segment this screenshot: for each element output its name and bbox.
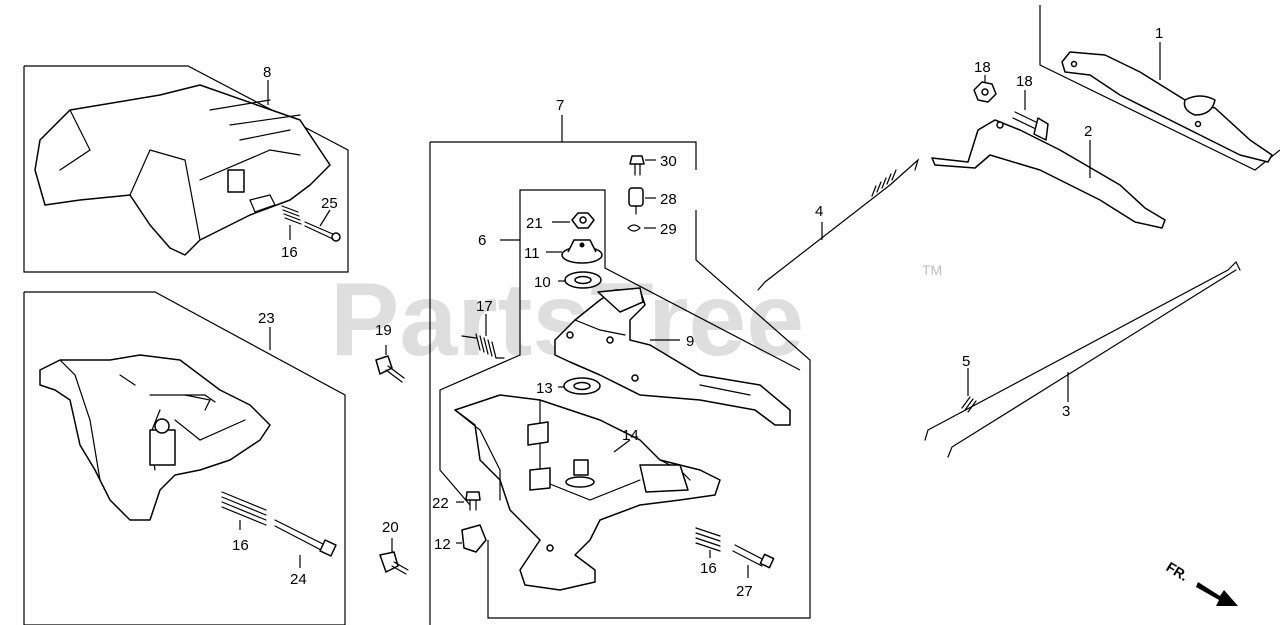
part-20-nut[interactable] [571, 212, 595, 229]
part-3-rod[interactable] [924, 260, 1241, 458]
callout-16-right[interactable]: 16 [700, 560, 717, 577]
callout-13[interactable]: 13 [536, 380, 553, 397]
callout-3[interactable]: 3 [1062, 403, 1070, 420]
callout-16-left[interactable]: 16 [232, 537, 249, 554]
callout-1[interactable]: 1 [1155, 25, 1163, 42]
part-24-nut[interactable] [973, 81, 997, 103]
callout-23[interactable]: 25 [321, 195, 338, 212]
part-4-rod[interactable] [757, 158, 920, 291]
part-13-washer[interactable] [563, 377, 601, 395]
callout-18-bottom[interactable]: 20 [382, 519, 399, 536]
callout-29[interactable]: 29 [660, 221, 677, 238]
callout-7[interactable]: 7 [556, 97, 564, 114]
callout-16-top[interactable]: 16 [281, 244, 298, 261]
callout-14[interactable]: 14 [622, 427, 639, 444]
callout-30[interactable]: 30 [660, 153, 677, 170]
direction-label: FR. [1164, 558, 1192, 584]
group-7-frame-top [430, 141, 697, 170]
part-19-bolt[interactable] [1012, 111, 1049, 141]
arrow-down-right-icon [1196, 582, 1238, 606]
part-9-governor-arm[interactable] [554, 287, 791, 426]
part-17-spring[interactable] [461, 333, 505, 359]
part-12-clip[interactable] [461, 524, 487, 553]
part-16-spring-left[interactable] [221, 491, 267, 526]
callout-17[interactable]: 17 [476, 298, 493, 315]
part-10-washer[interactable] [564, 271, 602, 289]
part-22-bolt[interactable] [732, 544, 775, 569]
callout-18-top[interactable]: 19 [375, 322, 392, 339]
part-30-screw[interactable] [629, 155, 645, 176]
part-11-cap[interactable] [561, 239, 603, 264]
callout-21[interactable]: 22 [432, 495, 449, 512]
callout-11[interactable]: 11 [524, 245, 540, 262]
part-16-spring-top[interactable] [281, 205, 302, 225]
callout-4[interactable]: 4 [815, 203, 823, 220]
part-18-bolt-top[interactable] [375, 355, 405, 383]
callout-6[interactable]: 6 [478, 232, 486, 249]
group-7-frame-right [487, 210, 811, 619]
group-6-frame-lower [439, 240, 521, 506]
callout-2[interactable]: 2 [1084, 123, 1092, 140]
part-8-cover-assembly[interactable] [23, 65, 349, 273]
callout-12[interactable]: 12 [434, 536, 451, 553]
callout-5[interactable]: 5 [962, 353, 970, 370]
group-6-frame [519, 189, 801, 371]
part-23-bolt[interactable] [304, 221, 341, 242]
part-21-bolt[interactable] [465, 491, 481, 511]
callout-19[interactable]: 18 [1016, 73, 1033, 90]
part-14-control-bracket[interactable] [454, 394, 721, 591]
callout-10[interactable]: 10 [534, 274, 551, 291]
callout-8[interactable]: 8 [263, 64, 271, 81]
part-5-spring[interactable] [961, 396, 977, 413]
part-2-lever-arm[interactable] [931, 119, 1166, 229]
part-1-lever-plate-group[interactable] [1039, 5, 1280, 171]
callout-22[interactable]: 27 [736, 583, 753, 600]
callout-24[interactable]: 18 [974, 59, 991, 76]
part-16-spring-right[interactable] [695, 527, 721, 552]
part-27-bolt[interactable] [274, 519, 337, 557]
part-25-control-base-assembly[interactable] [23, 291, 346, 625]
part-18-bolt-bottom[interactable] [379, 551, 409, 575]
part-28-collar[interactable] [628, 187, 644, 215]
part-29-clip[interactable] [627, 224, 641, 232]
callout-9[interactable]: 9 [686, 333, 694, 350]
callout-20[interactable]: 21 [526, 215, 543, 232]
callout-27[interactable]: 24 [290, 571, 307, 588]
callout-28[interactable]: 28 [660, 191, 677, 208]
callout-25[interactable]: 23 [258, 310, 275, 327]
watermark-trademark: TM [922, 262, 942, 278]
